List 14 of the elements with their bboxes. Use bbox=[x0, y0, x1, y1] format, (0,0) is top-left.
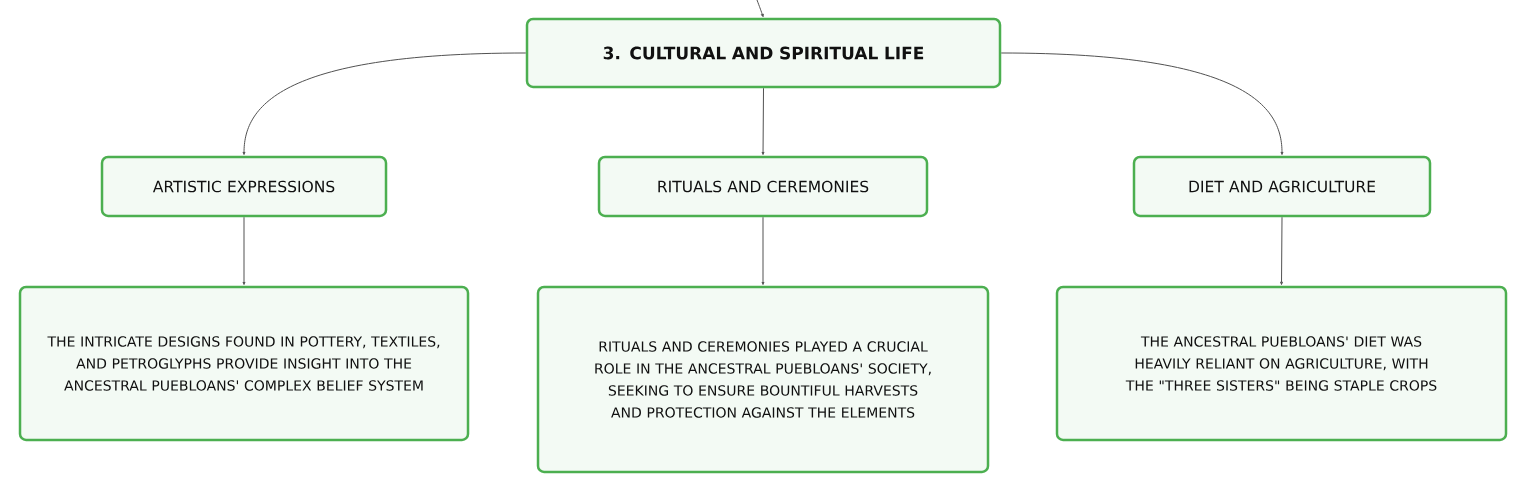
arrow bbox=[761, 87, 765, 156]
topic-box: DIET AND AGRICULTURE bbox=[1132, 155, 1432, 218]
arrow bbox=[761, 216, 765, 286]
topic-box: ARTISTIC EXPRESSIONS bbox=[100, 155, 388, 218]
description-box: THE ANCESTRAL PUEBLOANS' DIET WAS HEAVILY RELIANT ON AGRICULTURE, WITH THE "THREE SISTERS" BEING STAPLE CROPS bbox=[1055, 285, 1508, 442]
arrow bbox=[1280, 216, 1283, 286]
arrow bbox=[756, 0, 764, 18]
arrow bbox=[242, 216, 246, 286]
title-box: 3. CULTURAL AND SPIRITUAL LIFE bbox=[525, 17, 1002, 89]
arrow bbox=[1000, 52, 1284, 156]
description-box: THE INTRICATE DESIGNS FOUND IN POTTERY, TEXTILES, AND PETROGLYPHS PROVIDE INSIGHT INTO THE ANCESTRAL PUEBLOANS' COMPLEX BELIEF SYSTEM bbox=[18, 285, 470, 442]
description-box: RITUALS AND CEREMONIES PLAYED A CRUCIAL ROLE IN THE ANCESTRAL PUEBLOANS' SOCIETY, SEEKING TO ENSURE BOUNTIFUL HARVESTS AND PROTECTION AGAINST THE ELEMENTS bbox=[536, 285, 990, 474]
topic-box: RITUALS AND CEREMONIES bbox=[597, 155, 929, 218]
arrow bbox=[242, 52, 527, 156]
